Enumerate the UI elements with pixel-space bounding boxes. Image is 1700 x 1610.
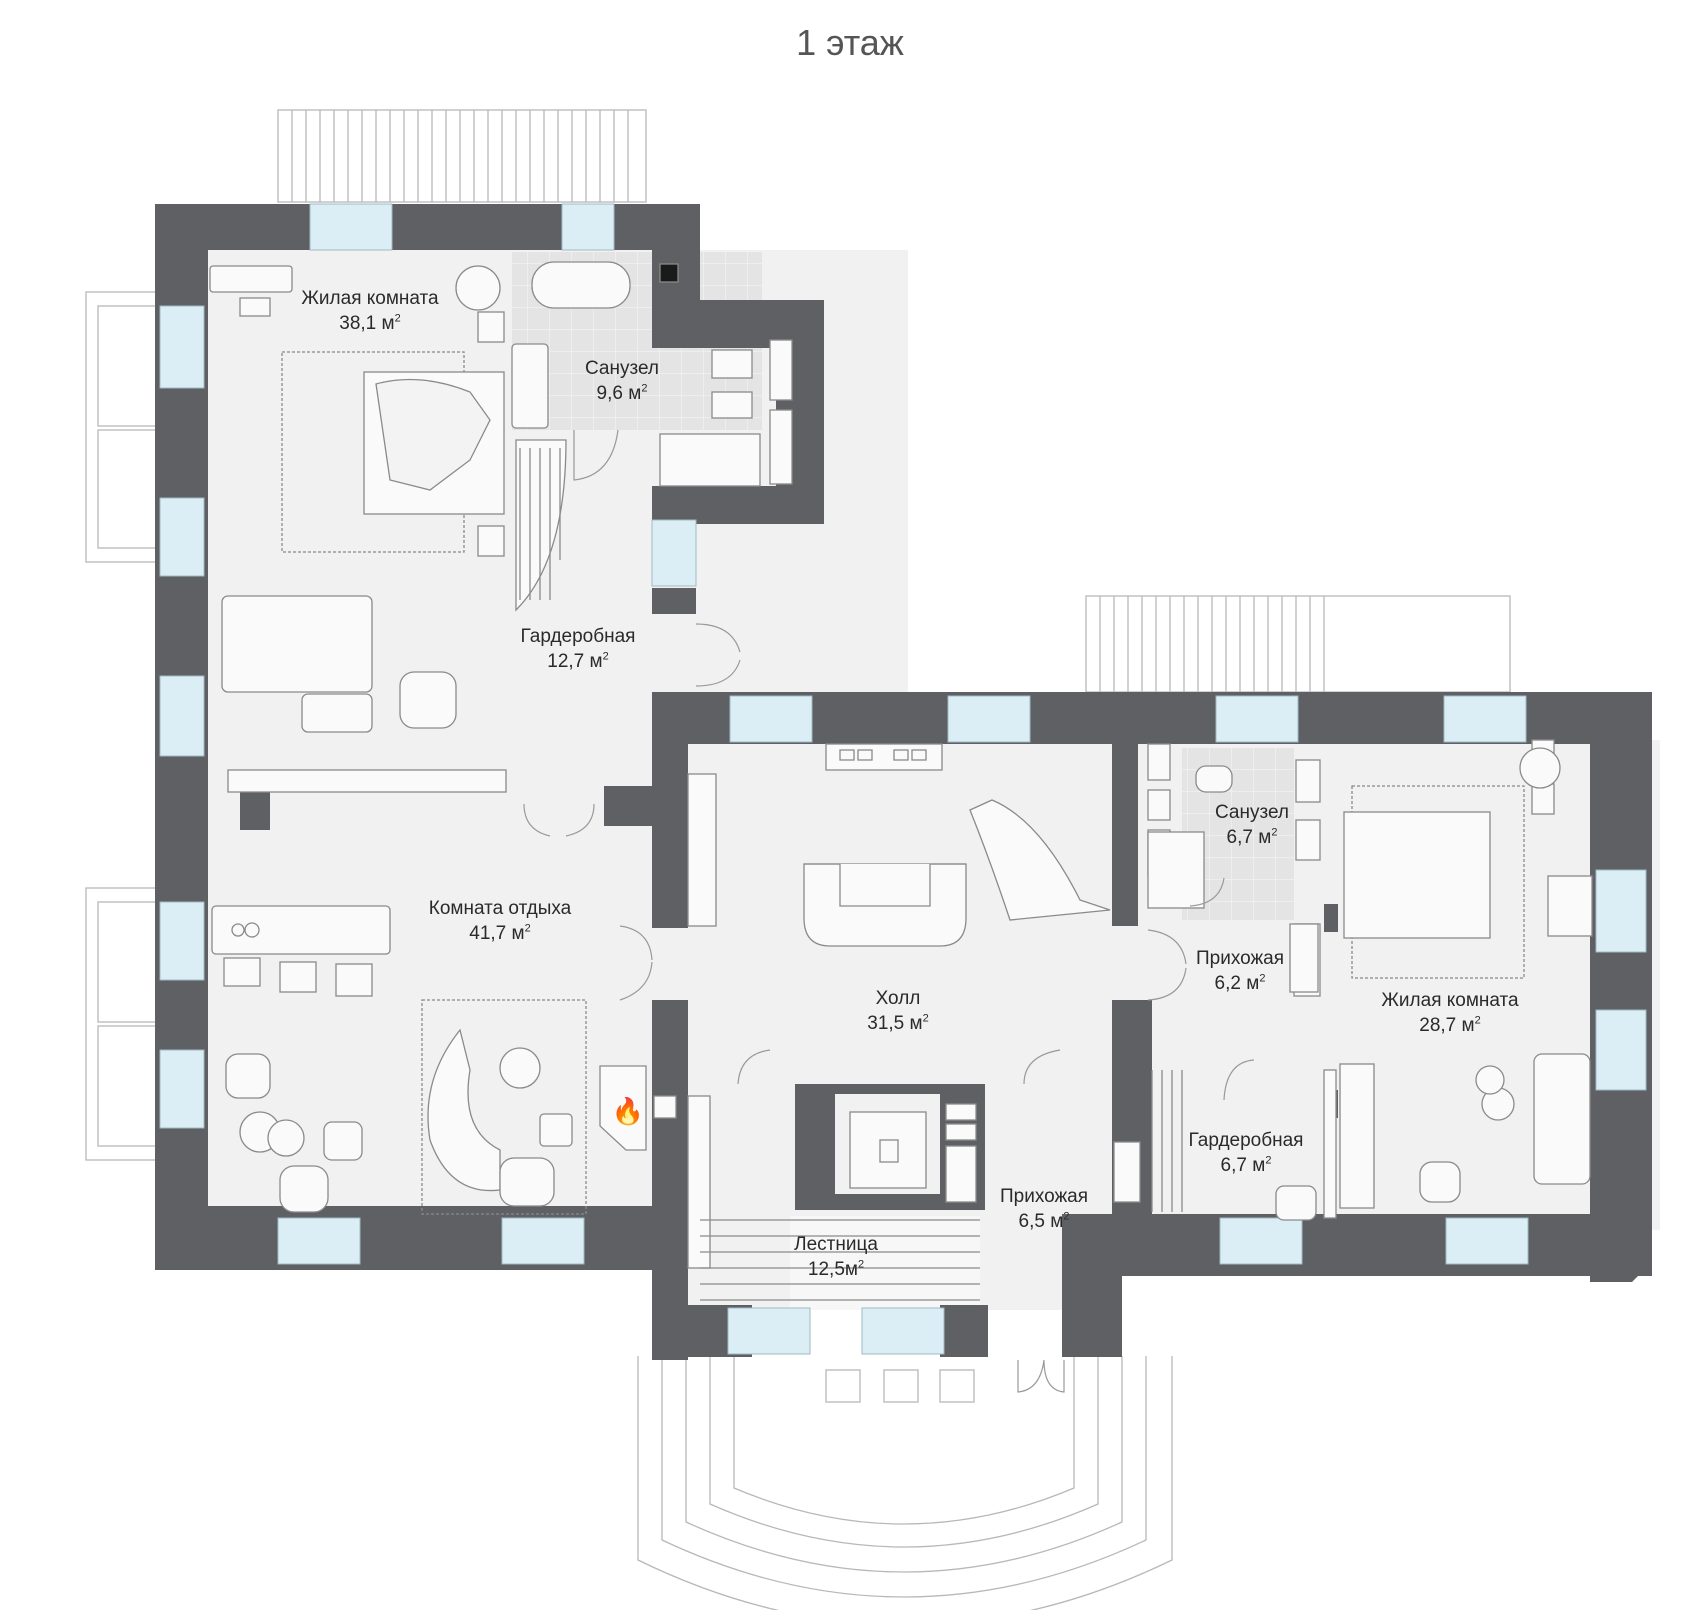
doors bbox=[523, 429, 1255, 1393]
terrace-top-left bbox=[277, 109, 647, 203]
room-area: 31,5 bbox=[867, 1013, 905, 1034]
room-name: Гардеробная bbox=[520, 626, 636, 647]
room-name: Комната отдыха bbox=[428, 898, 572, 919]
windows bbox=[159, 203, 1647, 1355]
room-area: 6,2 bbox=[1214, 973, 1241, 994]
room-name: Гардеробная bbox=[1188, 1130, 1304, 1151]
room-living-1-label: Жилая комната 38,1 м2 bbox=[301, 288, 439, 334]
entrance-porch bbox=[637, 1356, 1173, 1610]
room-wardrobe-1-label: Гардеробная 12,7 м2 bbox=[520, 626, 636, 672]
room-area: 6,5 bbox=[1018, 1211, 1045, 1232]
balcony-left-1 bbox=[85, 291, 161, 563]
room-area: 9,6 bbox=[596, 383, 623, 404]
room-foyer-1-label: Прихожая 6,5 м2 bbox=[999, 1186, 1089, 1232]
room-name: Жилая комната bbox=[301, 288, 439, 309]
room-area: 41,7 bbox=[469, 923, 507, 944]
terrace-top-right bbox=[1085, 595, 1511, 693]
room-hall-label: Холл 31,5 м2 bbox=[867, 988, 929, 1034]
fireplace-icon: 🔥 bbox=[612, 1096, 644, 1126]
floor-title: 1 этаж bbox=[796, 22, 904, 63]
room-wardrobe-2-label: Гардеробная 6,7 м2 bbox=[1188, 1130, 1304, 1176]
room-stairs-label: Лестница 12,5м2 bbox=[794, 1234, 878, 1280]
room-name: Лестница bbox=[794, 1234, 878, 1255]
room-area: 6,7 bbox=[1226, 827, 1253, 848]
room-name: Прихожая bbox=[1195, 948, 1285, 969]
room-name: Санузел bbox=[1214, 802, 1290, 823]
room-area: 28,7 bbox=[1419, 1015, 1457, 1036]
room-lounge-label: Комната отдыха 41,7 м2 bbox=[428, 898, 572, 944]
room-area: 12,5 bbox=[807, 1259, 845, 1280]
furniture bbox=[209, 261, 1593, 1301]
room-name: Жилая комната bbox=[1381, 990, 1519, 1011]
room-living-2-label: Жилая комната 28,7 м2 bbox=[1381, 990, 1519, 1036]
room-bath-2-label: Санузел 6,7 м2 bbox=[1214, 802, 1290, 848]
room-area: 6,7 bbox=[1220, 1155, 1247, 1176]
stairwell-floor bbox=[790, 1216, 980, 1310]
room-area: 12,7 bbox=[547, 651, 585, 672]
room-name: Прихожая bbox=[999, 1186, 1089, 1207]
room-bath-1-label: Санузел 9,6 м2 bbox=[584, 358, 660, 404]
room-name: Холл bbox=[875, 988, 921, 1009]
room-foyer-2-label: Прихожая 6,2 м2 bbox=[1195, 948, 1285, 994]
room-area: 38,1 bbox=[339, 313, 377, 334]
room-name: Санузел bbox=[584, 358, 660, 379]
balcony-left-2 bbox=[85, 887, 161, 1161]
